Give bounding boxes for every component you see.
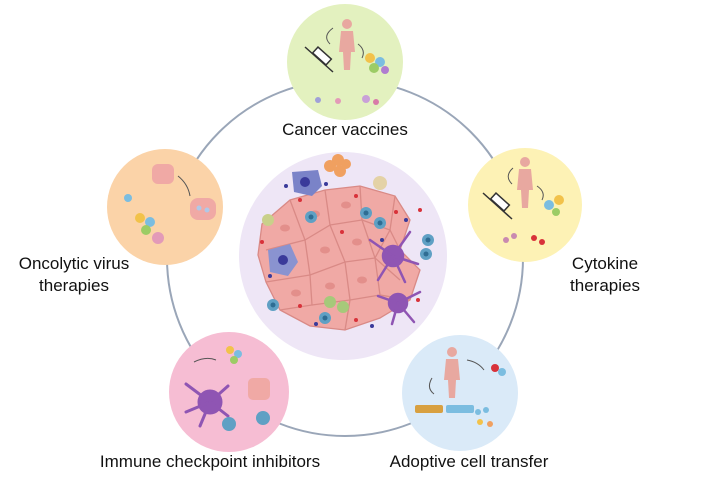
human-body-icon <box>339 19 355 70</box>
tumor-microenvironment <box>239 152 447 360</box>
cytokine-dots <box>260 182 422 328</box>
t-cells <box>262 176 434 324</box>
syringe-icon <box>304 45 334 73</box>
cytokine-cluster <box>324 154 351 177</box>
label-cancer-vaccines: Cancer vaccines <box>282 120 408 139</box>
t-cell-icon <box>222 411 270 431</box>
t-cell-cluster-icon <box>475 364 506 427</box>
tumor-cell-icon <box>152 164 174 184</box>
node-checkpoint-inhibitors <box>169 332 289 452</box>
flow-arrows <box>177 27 544 395</box>
node-oncolytic-virus <box>107 149 223 265</box>
human-body-icon <box>444 347 460 398</box>
tumor-cell-icon <box>248 378 270 400</box>
dendritic-cell <box>368 230 420 284</box>
label-adoptive-cell-transfer: Adoptive cell transfer <box>389 452 549 471</box>
antibody-cells-icon <box>226 346 242 364</box>
label-oncolytic-virus: Oncolytic virus therapies <box>4 253 144 297</box>
dendritic-cell <box>376 290 422 326</box>
macrophage <box>292 170 322 196</box>
virus-cells-icon <box>124 194 164 244</box>
antigen-cells-icon <box>315 53 389 105</box>
node-adoptive-cell-transfer <box>402 335 518 451</box>
label-line: therapies <box>39 276 109 295</box>
label-line: Cytokine <box>571 254 639 273</box>
node-cytokine-therapies <box>468 148 582 262</box>
node-cancer-vaccines <box>287 4 403 120</box>
syringe-icon <box>482 191 513 220</box>
cell-culture-dish-icon <box>415 405 474 413</box>
dendritic-cell-icon <box>184 382 230 428</box>
label-line: therapies <box>570 276 640 295</box>
infected-cell-icon <box>190 198 216 220</box>
label-line: Oncolytic virus <box>18 254 130 273</box>
human-body-icon <box>517 157 533 208</box>
node-disc <box>402 335 518 451</box>
macrophage <box>268 244 298 276</box>
label-checkpoint-inhibitors: Immune checkpoint inhibitors <box>99 452 321 471</box>
cytokine-cells-icon <box>503 195 564 245</box>
node-disc <box>107 149 223 265</box>
label-cytokine-therapies: Cytokine therapies <box>540 253 670 297</box>
